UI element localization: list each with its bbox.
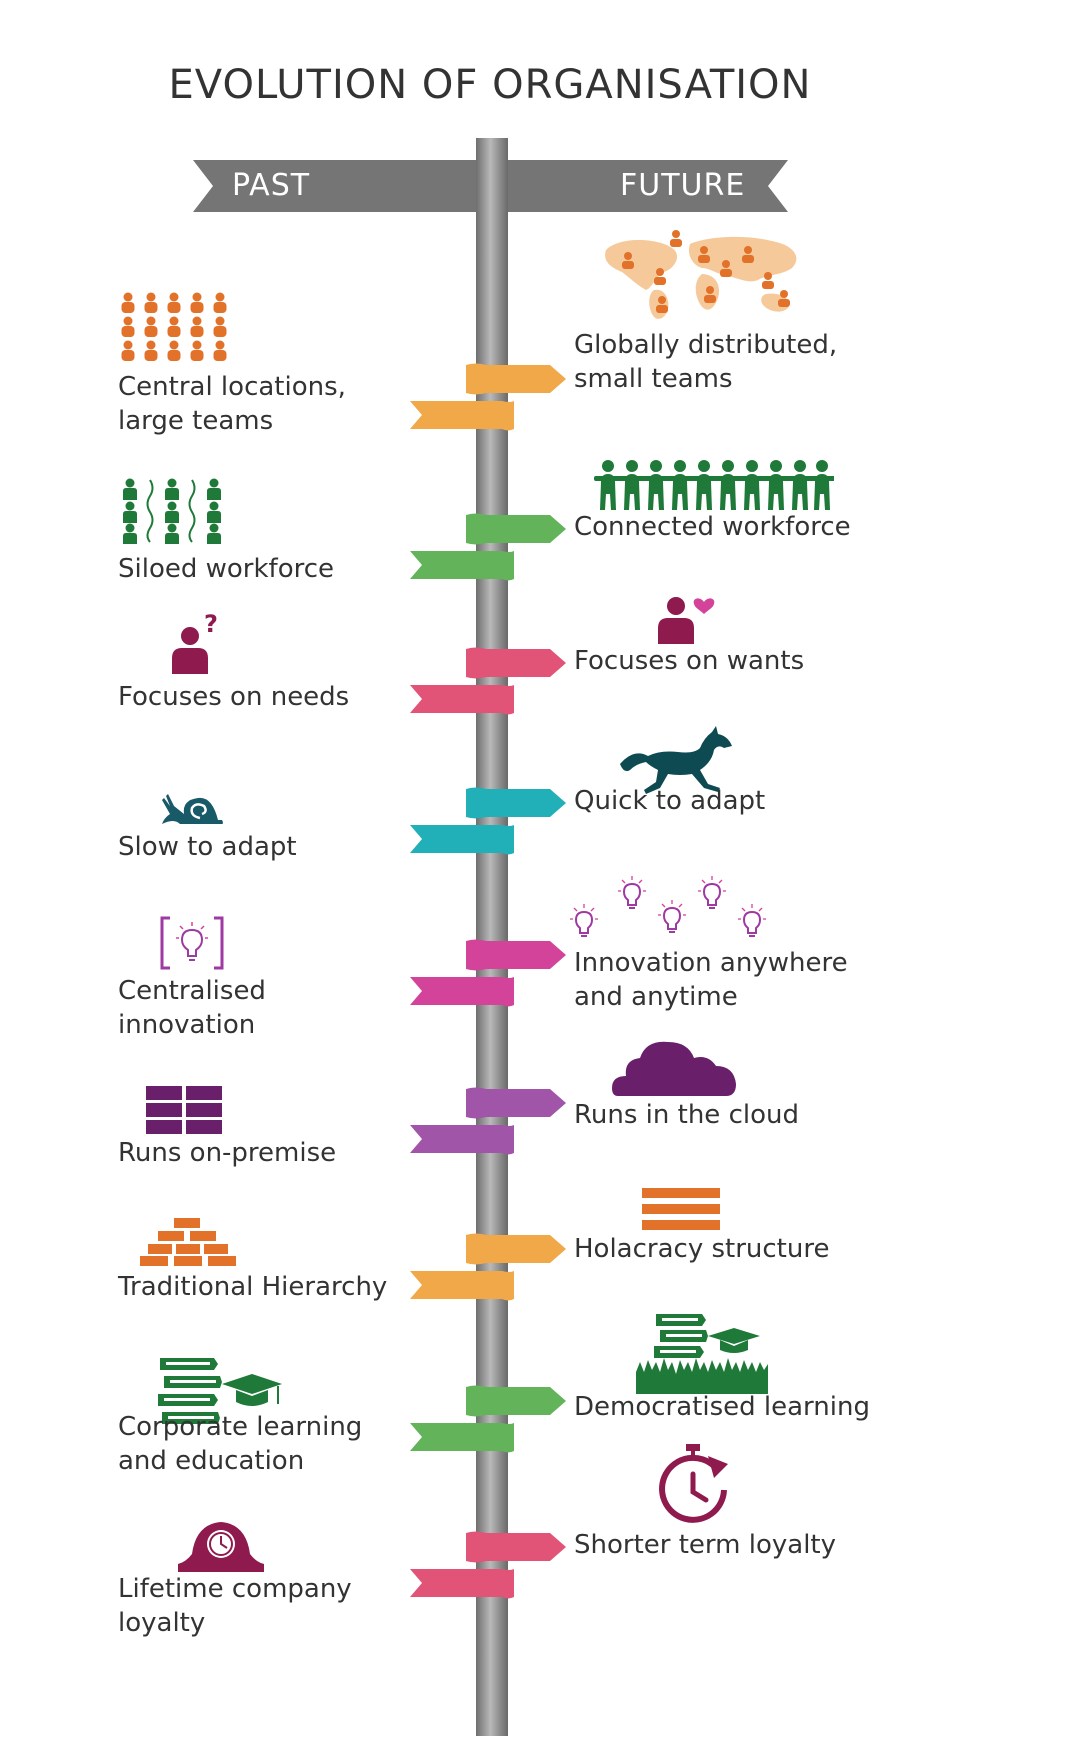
future-item-7-label: Holacracy structure xyxy=(574,1234,830,1264)
person-question-icon: ? xyxy=(172,612,218,674)
past-arrow-flag-2 xyxy=(410,551,514,581)
person-heart-icon xyxy=(658,597,715,644)
future-arrow-flag-1 xyxy=(466,363,566,395)
future-item-6-label: Runs in the cloud xyxy=(574,1100,799,1130)
flat-layers-icon xyxy=(642,1188,720,1230)
past-arrow-flag-3 xyxy=(410,685,514,715)
future-arrow-flag-7 xyxy=(466,1233,566,1265)
future-arrow-flag-8 xyxy=(466,1385,566,1417)
boxed-lightbulb-icon xyxy=(160,916,224,970)
future-arrow-flag-5 xyxy=(466,939,566,971)
future-arrow-flag-6 xyxy=(466,1087,566,1119)
future-label: FUTURE xyxy=(620,168,746,203)
past-arrow-flag-8 xyxy=(410,1423,514,1453)
pyramid-bricks-icon xyxy=(140,1218,236,1266)
future-item-2-label: Connected workforce xyxy=(574,512,851,542)
cloud-icon xyxy=(612,1041,736,1096)
future-item-8-label: Democratised learning xyxy=(574,1392,870,1422)
connected-people-icon xyxy=(594,460,834,510)
past-arrow-flag-6 xyxy=(410,1125,514,1155)
many-lightbulbs-icon xyxy=(570,875,767,937)
future-item-9-label: Shorter term loyalty xyxy=(574,1530,836,1560)
past-arrow-flag-9 xyxy=(410,1569,514,1599)
server-rack-icon xyxy=(146,1086,222,1134)
future-item-3-label: Focuses on wants xyxy=(574,646,805,676)
world-map-icon xyxy=(605,230,797,319)
running-horse-icon xyxy=(620,726,732,794)
future-item-4-label: Quick to adapt xyxy=(574,786,766,816)
past-arrow-flag-1 xyxy=(410,401,514,431)
future-item-1-label: Globally distributed,small teams xyxy=(574,330,838,394)
past-item-1-label: Central locations,large teams xyxy=(118,372,346,436)
past-arrow-flag-5 xyxy=(410,977,514,1007)
snail-icon xyxy=(162,794,223,824)
past-item-6-label: Runs on-premise xyxy=(118,1138,337,1168)
svg-text:?: ? xyxy=(204,612,218,638)
past-item-7-label: Traditional Hierarchy xyxy=(118,1272,388,1302)
books-graduation-cap-icon xyxy=(158,1358,282,1424)
people-grid-icon xyxy=(121,292,227,361)
mantel-clock-icon xyxy=(178,1522,264,1572)
past-item-2-label: Siloed workforce xyxy=(118,554,335,584)
separated-people-icon xyxy=(123,478,221,544)
future-arrow-flag-3 xyxy=(466,647,566,679)
past-label: PAST xyxy=(232,168,311,203)
books-crowd-icon xyxy=(636,1314,768,1394)
page-title: EVOLUTION OF ORGANISATION xyxy=(168,62,812,108)
future-arrow-flag-9 xyxy=(466,1531,566,1563)
past-item-4-label: Slow to adapt xyxy=(118,832,297,862)
future-arrow-flag-2 xyxy=(466,513,566,545)
stopwatch-icon xyxy=(659,1444,728,1523)
past-arrow-flag-4 xyxy=(410,825,514,855)
future-arrow-flag-4 xyxy=(466,787,566,819)
past-arrow-flag-7 xyxy=(410,1271,514,1301)
past-item-3-label: Focuses on needs xyxy=(118,682,350,712)
